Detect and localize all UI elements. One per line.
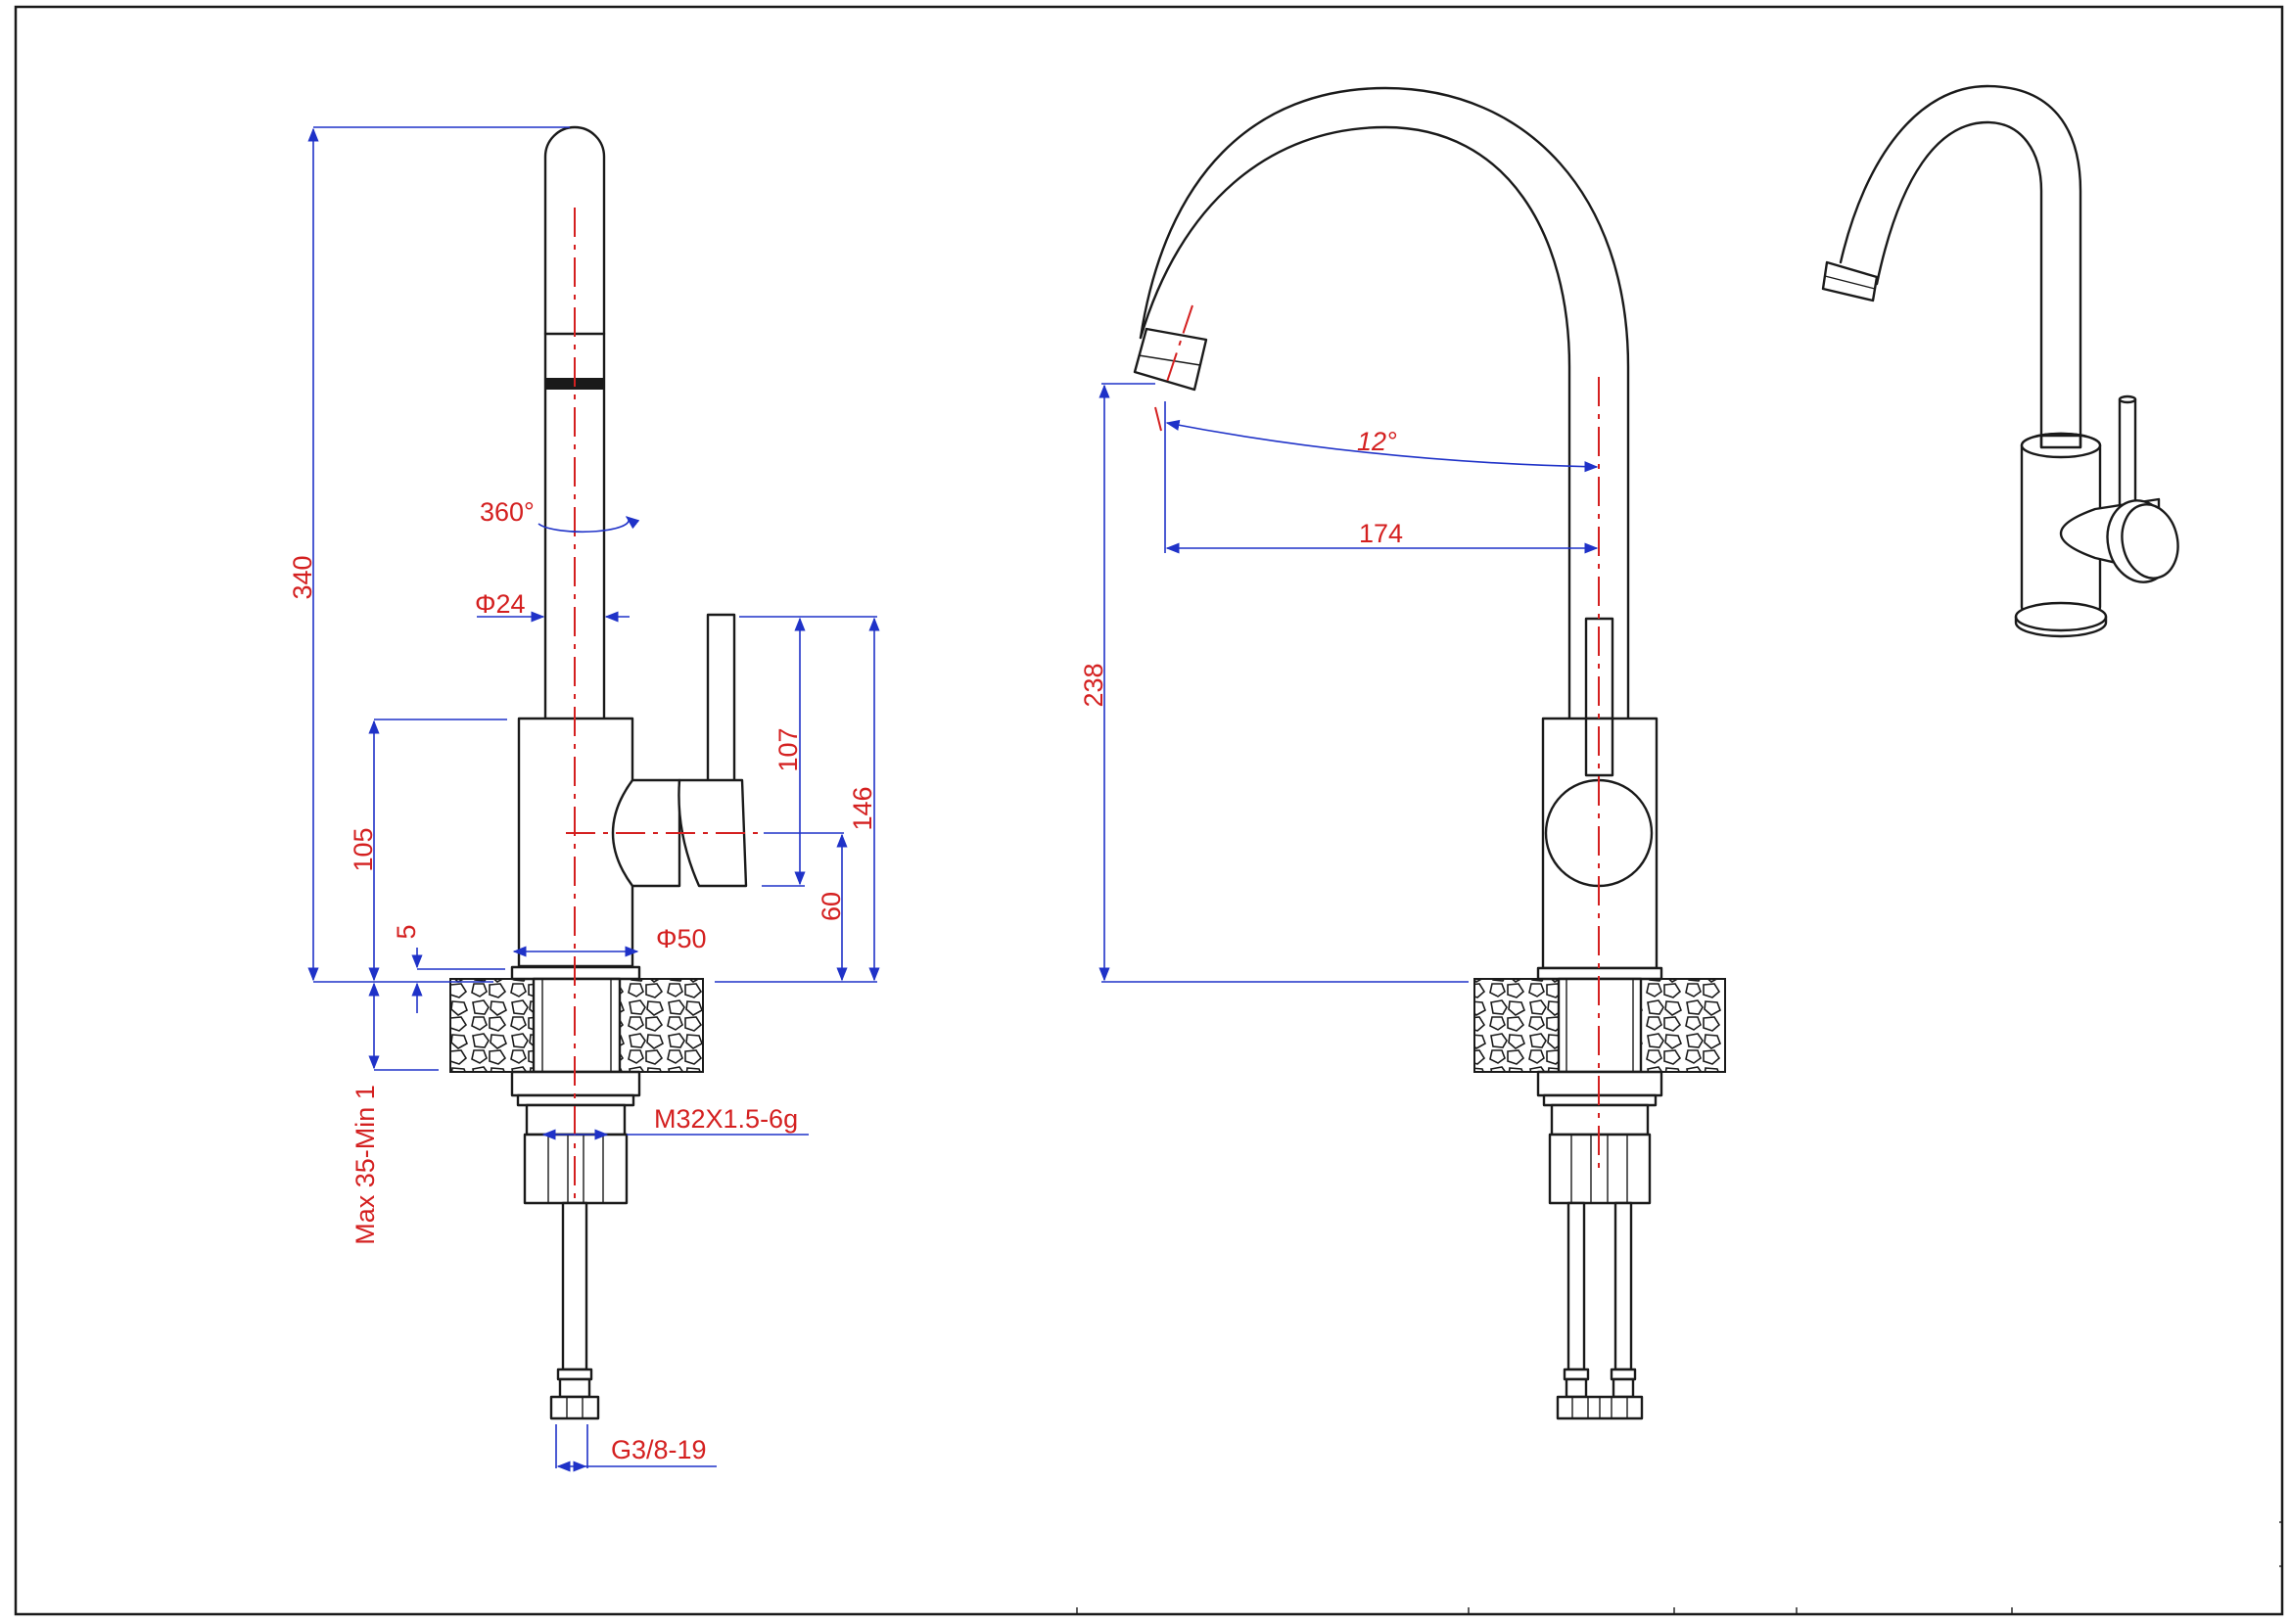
side-dim-hose-thread: G3/8-19: [611, 1435, 707, 1464]
side-countertop-left: [449, 978, 535, 1073]
side-dim-lever-height: 107: [773, 727, 803, 771]
side-hose-nut: [549, 1395, 600, 1420]
side-dim-mount-thickness: Max 35-Min 1: [351, 1085, 380, 1245]
side-dim-handle-total: 146: [848, 786, 877, 830]
front-countertop-left: [1473, 978, 1560, 1073]
side-handle-cap: [678, 778, 748, 888]
side-dim-handle-axis: 60: [817, 892, 846, 921]
front-dim-spout-height: 238: [1079, 663, 1108, 707]
sheet-frame: [14, 5, 2284, 1616]
side-dim-base-diameter: Φ50: [656, 924, 707, 953]
side-dim-height-total: 340: [288, 555, 317, 599]
iso-lever-stem: [2118, 397, 2137, 519]
side-mount-shank: [532, 977, 622, 1074]
side-dim-thread: M32X1.5-6g: [654, 1104, 798, 1134]
iso-view: [1821, 84, 2179, 638]
front-dim-reach: 174: [1359, 519, 1403, 548]
front-hose-right: [1613, 1201, 1633, 1371]
side-dim-spout-diameter: Φ24: [475, 589, 526, 619]
front-dim-tilt-angle: 12°: [1357, 427, 1397, 456]
front-gooseneck-outer: [1139, 125, 1571, 726]
side-dim-rotation: 360°: [480, 497, 535, 527]
side-hose: [561, 1201, 588, 1371]
side-view: 340 360° Φ24 105 5 Φ50 107 146 60 Max 35…: [288, 125, 880, 1472]
front-view: 238 12° 174: [1079, 86, 1726, 1420]
side-dim-body-height: 105: [349, 827, 378, 871]
side-handle-cone: [611, 778, 681, 888]
side-dim-gap: 5: [392, 924, 421, 939]
iso-spout-outer: [1839, 84, 2082, 447]
side-lever-stem: [706, 613, 736, 783]
front-nozzle: [1133, 327, 1208, 392]
side-spout-tube: [543, 125, 606, 726]
front-countertop-right: [1640, 978, 1726, 1073]
iso-nozzle: [1821, 260, 1879, 302]
iso-spout-inner: [1875, 120, 2043, 447]
front-hose-left: [1566, 1201, 1586, 1371]
side-countertop-right: [619, 978, 704, 1073]
iso-base: [2014, 601, 2108, 632]
front-gooseneck-inner: [1139, 86, 1630, 726]
